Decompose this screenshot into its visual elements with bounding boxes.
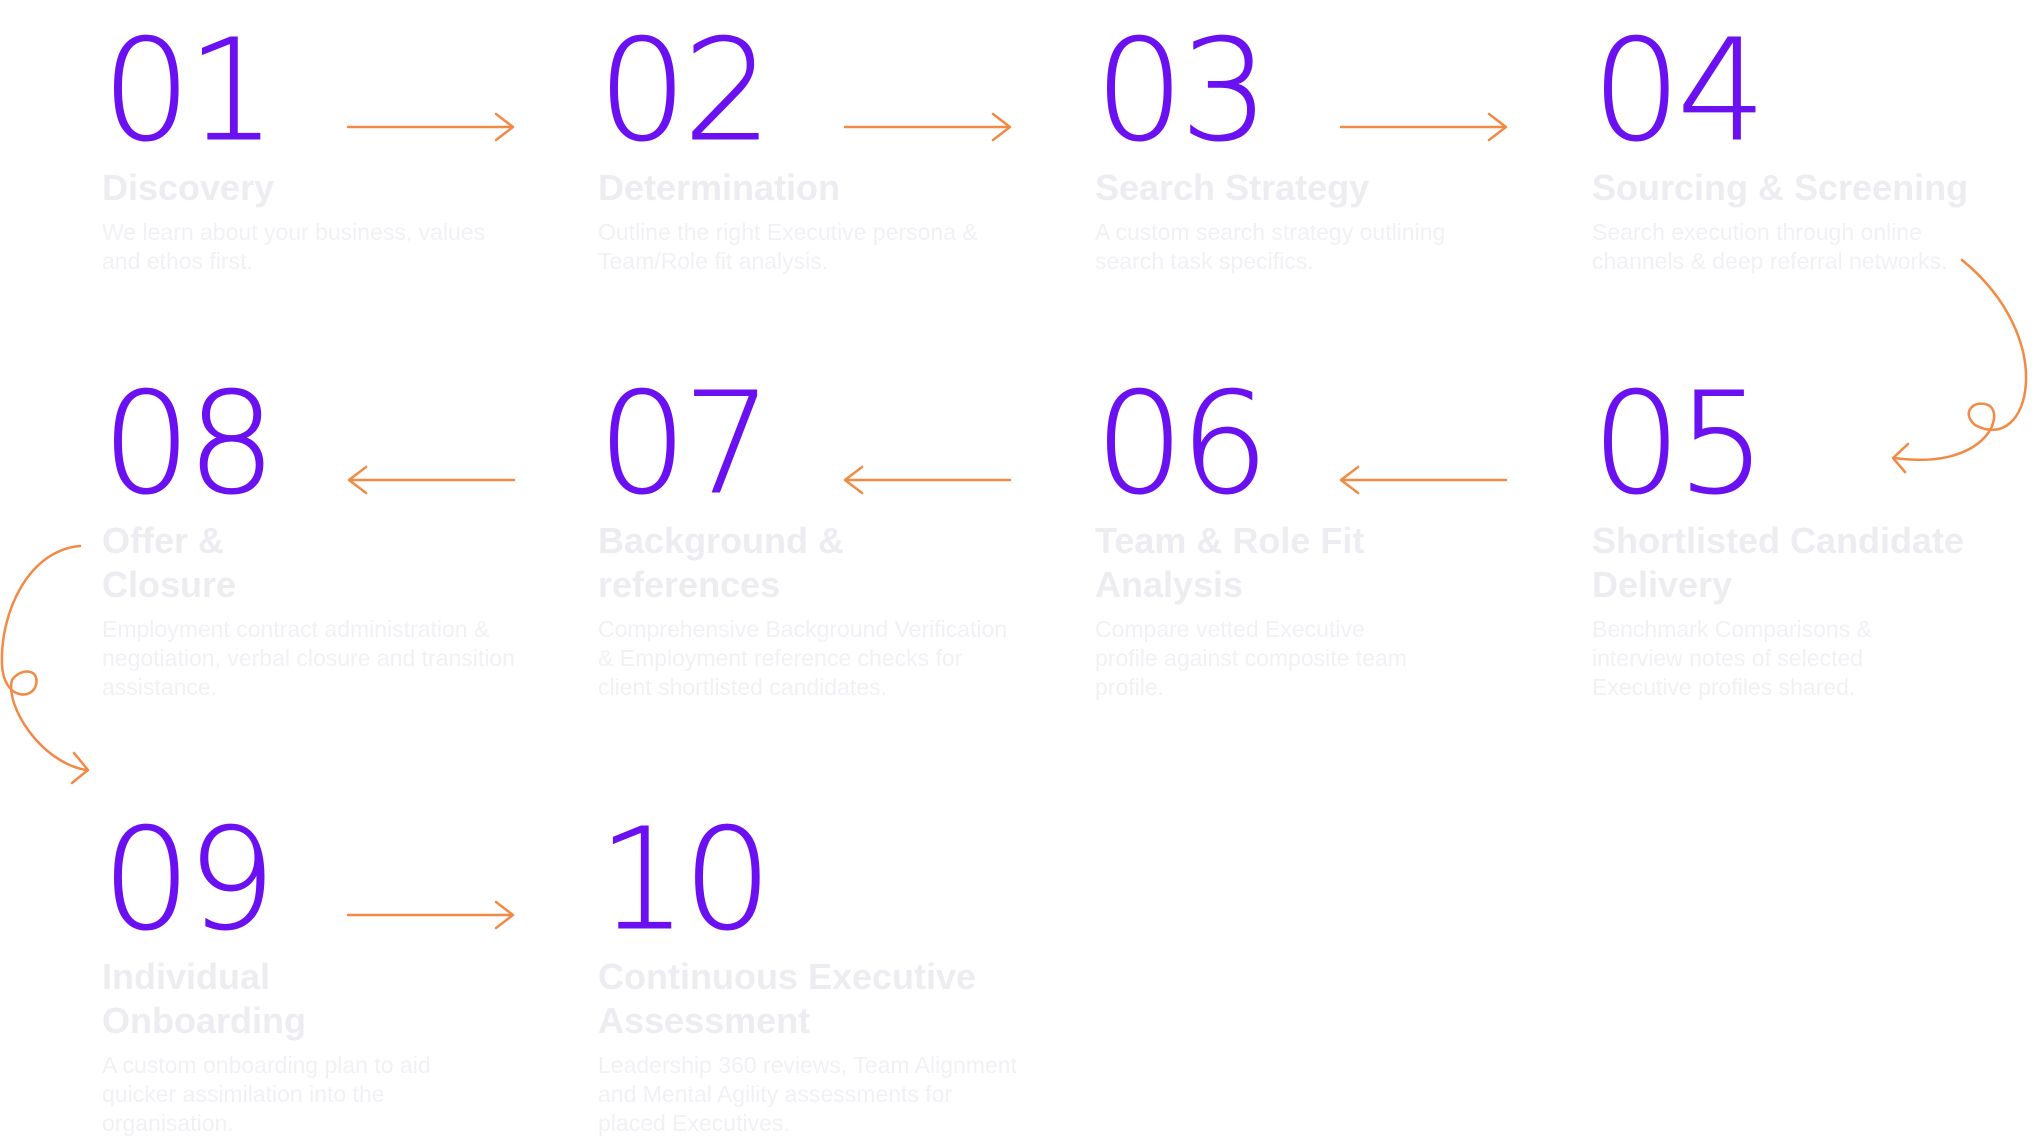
step-description: Leadership 360 reviews, Team Alignment a… [598,1052,1017,1136]
step-description: A custom search strategy outlining searc… [1095,219,1446,274]
step-title: Background & references [598,520,845,605]
step-description: A custom onboarding plan to aid quicker … [102,1052,431,1136]
step-number: 08 [102,363,277,526]
step-06: 06 Team & Role Fit Analysis Compare vett… [1095,363,1515,702]
step-description: Benchmark Comparisons & interview notes … [1592,616,1872,700]
step-title: Individual Onboarding [102,956,306,1041]
step-title: Continuous Executive Assessment [598,956,977,1041]
step-title: Determination [598,167,841,208]
step-05: 05 Shortlisted Candidate Delivery Benchm… [1592,363,2012,702]
step-01: 01 Discovery We learn about your busines… [102,10,522,276]
step-09: 09 Individual Onboarding A custom onboar… [102,799,522,1138]
curved-arrow-icon [0,544,90,785]
step-10: 10 Continuous Executive Assessment Leade… [598,799,1018,1138]
step-title: Offer & Closure [102,520,237,605]
step-description: We learn about your business, values and… [102,219,486,274]
step-title: Sourcing & Screening [1592,167,1969,208]
step-08: 08 Offer & Closure Employment contract a… [102,363,522,702]
step-description: Employment contract administration & neg… [102,616,515,700]
step-description: Outline the right Executive persona & Te… [598,219,978,274]
step-title: Team & Role Fit Analysis [1095,520,1365,605]
step-number: 03 [1095,10,1270,173]
step-04: 04 Sourcing & Screening Search execution… [1592,10,2012,276]
step-title: Shortlisted Candidate Delivery [1592,520,1965,605]
step-number: 05 [1592,363,1767,526]
step-number: 07 [598,363,773,526]
step-title: Search Strategy [1095,167,1370,208]
step-number: 10 [598,799,773,962]
step-number: 06 [1095,363,1270,526]
step-02: 02 Determination Outline the right Execu… [598,10,1018,276]
step-description: Comprehensive Background Verification & … [598,616,1008,700]
step-number: 02 [598,10,773,173]
step-description: Compare vetted Executive profile against… [1095,616,1407,700]
step-07: 07 Background & references Comprehensive… [598,363,1018,702]
step-03: 03 Search Strategy A custom search strat… [1095,10,1515,276]
step-number: 04 [1592,10,1767,173]
step-number: 09 [102,799,277,962]
step-description: Search execution through online channels… [1592,219,1948,274]
step-title: Discovery [102,167,275,208]
step-number: 01 [102,10,277,173]
